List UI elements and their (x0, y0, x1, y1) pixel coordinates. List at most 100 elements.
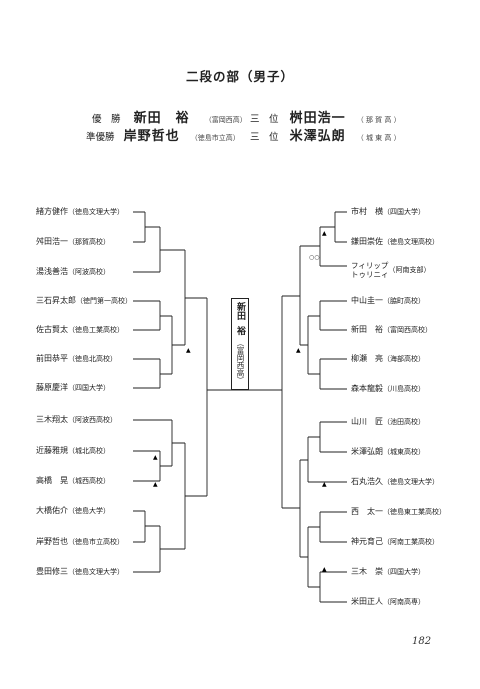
triangle-mark: ▲ (153, 454, 158, 461)
left-player-2: 舛田浩一（那賀高校） (36, 237, 110, 247)
right-player-8-name: 山川 匠 (351, 417, 383, 426)
right-player-10-name: 石丸浩久 (351, 477, 383, 486)
right-player-14-school: （阿南高専） (383, 598, 425, 606)
left-player-11-name: 大橋佑介 (36, 506, 68, 515)
triangle-mark: ▲ (322, 566, 327, 573)
left-player-11-school: （徳島大学） (68, 507, 110, 515)
right-player-9: 米澤弘朗（城東高校） (351, 447, 425, 457)
right-player-2-school: （徳島文理高校） (383, 238, 439, 246)
triangle-mark: ▲ (186, 347, 191, 354)
left-player-4: 三石昇太郎（徳門第一高校） (36, 296, 132, 306)
left-player-7: 藤原慶洋（四国大学） (36, 383, 110, 393)
right-player-1-name: 市村 横 (351, 207, 383, 216)
triangle-mark: ▲ (322, 230, 327, 237)
runner-up-school: （徳島市立高） (190, 134, 240, 142)
left-player-5-name: 佐古賢太 (36, 325, 68, 334)
right-player-2-name: 鎌田崇佐 (351, 237, 383, 246)
circle-marks: ○○ (309, 254, 320, 261)
result-winner: 優 勝 新田 裕 （富岡西高） (92, 107, 247, 126)
triangle-mark: ▲ (322, 481, 327, 488)
left-player-5-school: （徳島工業高校） (68, 326, 124, 334)
left-player-11: 大橋佑介（徳島大学） (36, 506, 110, 516)
right-player-1-school: （四国大学） (383, 208, 425, 216)
right-player-6-school: （海部高校） (383, 355, 425, 363)
champion-school: （富岡西高） (236, 339, 245, 384)
right-player-7-school: （川島高校） (383, 385, 425, 393)
left-player-4-name: 三石昇太郎 (36, 296, 76, 305)
result-third-a: 三 位 桝田浩一 （ 那 賀 高 ） (250, 107, 401, 126)
runner-up-name: 岸野哲也 (123, 129, 180, 144)
left-player-2-school: （那賀高校） (68, 238, 110, 246)
third-b-label: 三 位 (250, 132, 279, 143)
left-player-12-school: （徳島市立高校） (68, 538, 124, 546)
right-player-3: フィリップ トゥリニィ（阿南支部） (351, 261, 431, 279)
right-player-13-school: （四国大学） (383, 568, 425, 576)
right-player-3-name: フィリップ トゥリニィ (351, 261, 389, 279)
right-player-8: 山川 匠（池田高校） (351, 417, 425, 427)
right-player-12: 神元育己（阿南工業高校） (351, 537, 439, 547)
right-player-12-school: （阿南工業高校） (383, 538, 439, 546)
left-player-13: 豊田修三（徳島文理大学） (36, 567, 124, 577)
right-player-4: 中山圭一（脇町高校） (351, 296, 425, 306)
page-number: 182 (412, 636, 432, 647)
right-player-2: 鎌田崇佐（徳島文理高校） (351, 237, 439, 247)
triangle-mark: ▲ (153, 481, 158, 488)
third-a-label: 三 位 (250, 114, 279, 125)
left-player-1: 緒方健作（徳島文理大学） (36, 207, 124, 217)
left-player-3-school: （阿波高校） (68, 268, 110, 276)
right-player-10-school: （徳島文理大学） (383, 478, 439, 486)
left-player-8: 三木翔太（阿波西高校） (36, 415, 117, 425)
third-a-name: 桝田浩一 (289, 111, 346, 126)
left-player-6-name: 前田恭平 (36, 354, 68, 363)
left-player-6-school: （徳島北高校） (68, 355, 117, 363)
right-player-3-school: （阿南支部） (388, 266, 431, 274)
right-player-6-name: 柳瀬 亮 (351, 354, 383, 363)
left-player-7-name: 藤原慶洋 (36, 383, 68, 392)
right-player-4-name: 中山圭一 (351, 296, 383, 305)
result-runner-up: 準優勝 岸野哲也 （徳島市立高） (86, 125, 240, 144)
left-player-12-name: 岸野哲也 (36, 537, 68, 546)
third-b-name: 米澤弘朗 (289, 129, 346, 144)
right-player-13: 三木 崇（四国大学） (351, 567, 425, 577)
right-player-11: 西 太一（徳島東工業高校） (351, 507, 446, 517)
triangle-mark: ▲ (296, 347, 301, 354)
left-player-1-name: 緒方健作 (36, 207, 68, 216)
left-player-13-school: （徳島文理大学） (68, 568, 124, 576)
left-player-7-school: （四国大学） (68, 384, 110, 392)
left-player-2-name: 舛田浩一 (36, 237, 68, 246)
champion-name2: 裕 (235, 326, 245, 335)
result-third-b: 三 位 米澤弘朗 （ 城 東 高 ） (250, 125, 401, 144)
left-player-9-school: （城北高校） (68, 447, 110, 455)
left-player-8-name: 三木翔太 (36, 415, 68, 424)
third-a-school: （ 那 賀 高 ） (356, 116, 401, 124)
right-player-6: 柳瀬 亮（海部高校） (351, 354, 425, 364)
left-player-9-name: 近藤雅規 (36, 446, 68, 455)
right-player-11-school: （徳島東工業高校） (383, 508, 446, 516)
champion-name: 新田 (235, 302, 245, 320)
right-player-5: 新田 裕（富岡西高校） (351, 325, 432, 335)
champion-box: 新田 裕 （富岡西高） (231, 298, 249, 390)
right-player-7: 森本龍毅（川島高校） (351, 384, 425, 394)
winner-name: 新田 裕 (133, 111, 190, 126)
left-player-1-school: （徳島文理大学） (68, 208, 124, 216)
left-player-13-name: 豊田修三 (36, 567, 68, 576)
runner-up-label: 準優勝 (86, 132, 115, 143)
left-player-10-school: （城西高校） (68, 477, 110, 485)
left-player-3-name: 湯浅善浩 (36, 267, 68, 276)
left-player-10-name: 高橋 晃 (36, 476, 68, 485)
right-player-12-name: 神元育己 (351, 537, 383, 546)
left-player-5: 佐古賢太（徳島工業高校） (36, 325, 124, 335)
left-player-9: 近藤雅規（城北高校） (36, 446, 110, 456)
right-player-1: 市村 横（四国大学） (351, 207, 425, 217)
winner-school: （富岡西高） (204, 116, 247, 124)
left-player-10: 高橋 晃（城西高校） (36, 476, 110, 486)
right-player-10: 石丸浩久（徳島文理大学） (351, 477, 439, 487)
left-player-4-school: （徳門第一高校） (76, 297, 132, 305)
right-player-4-school: （脇町高校） (383, 297, 425, 305)
left-player-6: 前田恭平（徳島北高校） (36, 354, 117, 364)
left-player-8-school: （阿波西高校） (68, 416, 117, 424)
left-player-12: 岸野哲也（徳島市立高校） (36, 537, 124, 547)
page-title: 二段の部（男子） (185, 69, 294, 84)
right-player-14: 米田正人（阿南高専） (351, 597, 425, 607)
